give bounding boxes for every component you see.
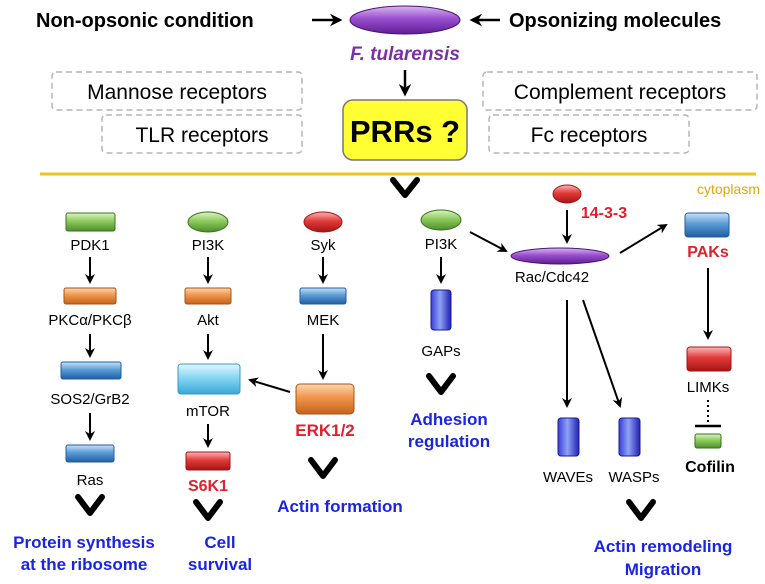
- paks-node: [684, 212, 730, 238]
- adhesion-outcome-line1: Adhesion: [410, 410, 487, 429]
- sos2-label: SOS2/GrB2: [50, 391, 129, 408]
- mtor-node: [177, 363, 241, 395]
- p14-label: 14-3-3: [581, 205, 627, 222]
- erk-node: [295, 383, 355, 415]
- tlr-receptors-label: TLR receptors: [135, 124, 268, 147]
- actin-formation-outcome: Actin formation: [277, 497, 403, 516]
- syk-label: Syk: [310, 237, 336, 254]
- gaps-label: GAPs: [421, 343, 460, 360]
- chevron-membrane-icon: [390, 177, 420, 198]
- non-opsonic-label: Non-opsonic condition: [36, 10, 254, 32]
- pkc-label: PKCα/PKCβ: [48, 312, 132, 329]
- chevron-erk-icon: [308, 457, 338, 479]
- complement-receptors-box: [482, 71, 758, 111]
- protein-synthesis-outcome-line1: Protein synthesis: [13, 533, 155, 552]
- syk-node: [303, 211, 343, 233]
- mek-label: MEK: [307, 312, 340, 329]
- akt-node: [184, 287, 232, 305]
- pi3k-right-label: PI3K: [425, 236, 458, 253]
- mek-node: [299, 287, 347, 305]
- cell-survival-outcome-line2: survival: [188, 555, 252, 574]
- adhesion-outcome-line2: regulation: [408, 432, 490, 451]
- mtor-label: mTOR: [186, 403, 230, 420]
- rac-label: Rac/Cdc42: [515, 269, 589, 286]
- pi3k-right-node: [420, 209, 462, 231]
- cell-survival-outcome-line1: Cell: [204, 533, 235, 552]
- p14-node: [552, 184, 582, 204]
- sos2-node: [60, 361, 122, 380]
- cofilin-label: Cofilin: [685, 459, 735, 476]
- pi3k-left-node: [187, 211, 229, 233]
- arrow-rac-paks: [619, 223, 668, 254]
- chevron-s6k1-icon: [193, 499, 223, 521]
- wasps-node: [618, 417, 641, 457]
- chevron-gaps-icon: [426, 373, 456, 395]
- arrow-pi3k-rac: [469, 231, 508, 252]
- pdk1-node: [65, 212, 116, 232]
- waves-node: [557, 417, 580, 457]
- akt-label: Akt: [197, 312, 220, 329]
- chevron-ras-icon: [75, 494, 105, 516]
- mannose-receptors-label: Mannose receptors: [87, 81, 267, 104]
- pdk1-label: PDK1: [70, 237, 109, 254]
- wasps-label: WASPs: [608, 469, 659, 486]
- fc-receptors-box: [488, 114, 690, 154]
- arrow-rac-wasps: [582, 299, 623, 408]
- cytoplasm-label: cytoplasm: [697, 181, 760, 197]
- pi3k-left-label: PI3K: [192, 237, 225, 254]
- pkc-node: [63, 287, 117, 305]
- erk-label: ERK1/2: [295, 421, 355, 440]
- protein-synthesis-outcome-line2: at the ribosome: [21, 555, 148, 574]
- tlr-receptors-box: [101, 114, 303, 154]
- arrow-erk-mtor: [248, 377, 291, 393]
- chevron-wasps-icon: [626, 499, 656, 521]
- s6k1-label: S6K1: [188, 478, 228, 495]
- ras-node: [65, 444, 115, 463]
- fc-receptors-label: Fc receptors: [531, 124, 648, 147]
- gaps-node: [430, 289, 452, 331]
- s6k1-node: [185, 451, 231, 471]
- opsonizing-label: Opsonizing molecules: [509, 10, 721, 32]
- paks-label: PAKs: [687, 244, 729, 261]
- ras-label: Ras: [77, 472, 104, 489]
- mannose-receptors-box: [51, 71, 303, 111]
- cofilin-node: [694, 433, 722, 449]
- actin-remodeling-outcome-line1: Actin remodeling: [594, 537, 733, 556]
- actin-remodeling-outcome-line2: Migration: [625, 560, 702, 579]
- rac-node: [510, 247, 610, 265]
- waves-label: WAVEs: [543, 469, 593, 486]
- pathogen-ellipse: [349, 5, 461, 35]
- limks-node: [686, 346, 732, 372]
- pathogen-label: F. tularensis: [350, 44, 460, 65]
- complement-receptors-label: Complement receptors: [514, 81, 726, 104]
- prrs-label: PRRs ?: [350, 114, 460, 149]
- prrs-box: [342, 99, 468, 161]
- limks-label: LIMKs: [687, 379, 730, 396]
